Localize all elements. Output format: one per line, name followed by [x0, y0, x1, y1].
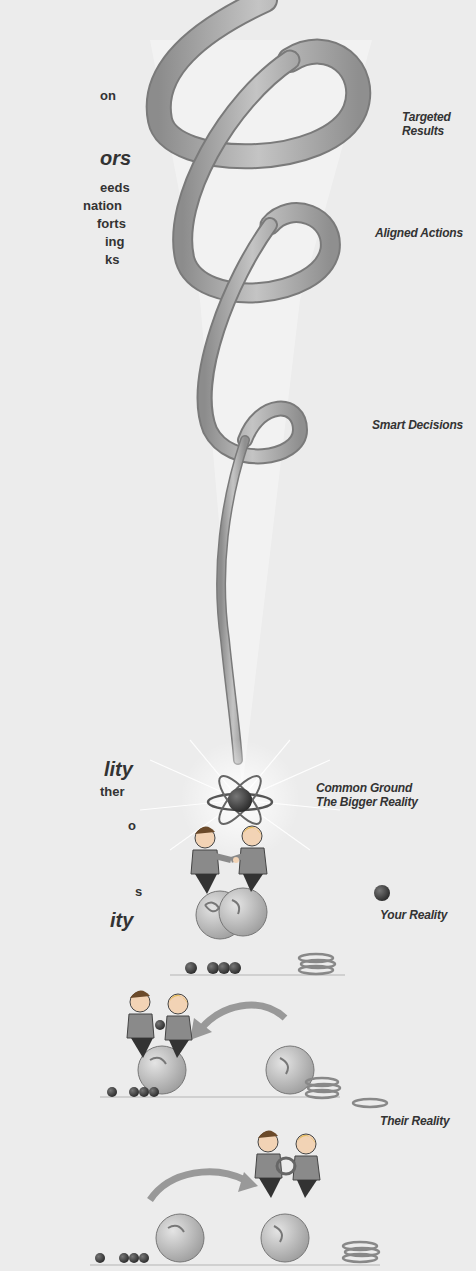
stage-label: Smart Decisions: [372, 418, 472, 432]
your-reality-scene: [100, 885, 390, 1098]
stage-label: Aligned Actions: [375, 226, 475, 240]
cropped-text: nation: [83, 198, 143, 214]
cropped-heading: lity: [104, 757, 154, 781]
scene-label: Your Reality: [380, 908, 470, 922]
stage-label: Targeted Results: [402, 110, 462, 139]
spiral: [159, 0, 359, 760]
cropped-heading: ors: [100, 146, 150, 170]
cropped-text: forts: [97, 216, 147, 232]
cropped-text: ing: [105, 234, 145, 250]
cropped-text: on: [100, 88, 140, 104]
common-ground-scene: [170, 826, 345, 975]
scene-label: Their Reality: [380, 1114, 470, 1128]
cropped-heading: ity: [110, 908, 160, 932]
cropped-text: o: [128, 818, 148, 834]
cropped-text: ther: [100, 784, 150, 800]
scene-label: Common Ground The Bigger Reality: [316, 781, 431, 810]
atom-burst: [140, 740, 340, 860]
cropped-text: s: [135, 884, 155, 900]
cropped-text: ks: [105, 252, 145, 268]
their-reality-scene: [90, 1099, 387, 1265]
cropped-text: eeds: [100, 180, 150, 196]
